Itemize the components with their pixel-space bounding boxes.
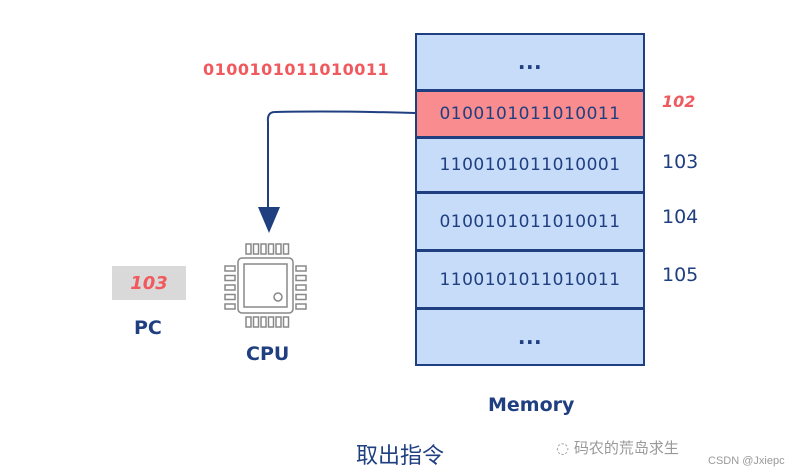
memory-cell: 1100101011010001: [415, 137, 645, 193]
fetched-value: 0100101011010011: [203, 60, 390, 79]
chip-pin: [275, 316, 282, 328]
chip-pin: [224, 284, 236, 291]
chip-pin: [260, 316, 267, 328]
chip-pin: [295, 284, 307, 291]
memory-cell-value: 0100101011010011: [439, 104, 621, 124]
chip-pin: [224, 274, 236, 282]
chip-pin: [282, 243, 290, 255]
watermark-text: 码农的荒岛求生: [573, 439, 679, 457]
memory-address: 105: [662, 264, 699, 286]
chip-pin: [295, 265, 307, 272]
memory-cell: ...: [415, 308, 645, 366]
memory-cell-value: ...: [517, 50, 543, 74]
chip-pin: [295, 274, 307, 282]
memory-address: 104: [662, 206, 699, 228]
chip-pin: [245, 316, 252, 328]
cpu-label: CPU: [246, 343, 290, 365]
chip-pin: [295, 303, 307, 310]
memory-cell: 1100101011010011: [415, 250, 645, 309]
chip-pin: [224, 303, 236, 310]
chip-pin: [267, 243, 275, 255]
pc-register: 103: [112, 266, 186, 300]
memory-cell-value: 1100101011010001: [439, 155, 621, 175]
memory-address: 102: [662, 92, 696, 111]
chip-pin: [245, 243, 252, 255]
cpu-chip-icon: [224, 243, 307, 328]
pc-label: PC: [134, 317, 162, 339]
chip-pin: [252, 316, 260, 328]
chip-pin: [260, 243, 267, 255]
wechat-icon: ◌: [556, 439, 574, 457]
memory-cell: ...: [415, 33, 645, 91]
chip-pin: [295, 293, 307, 301]
chip-pin: [267, 316, 275, 328]
caption: 取出指令: [356, 444, 445, 469]
chip-pin: [252, 243, 260, 255]
memory-cell-value: ...: [517, 325, 543, 349]
memory-address: 103: [662, 151, 699, 173]
chip-pin: [224, 293, 236, 301]
credit: CSDN @Jxiepc: [708, 455, 785, 467]
chip-pin: [275, 243, 282, 255]
memory-cell-value: 1100101011010011: [439, 269, 621, 290]
fetch-arrow-head: [258, 207, 280, 233]
memory-cell-value: 0100101011010011: [439, 211, 621, 232]
chip-pin: [282, 316, 290, 328]
fetch-arrow-line: [266, 110, 416, 208]
memory-cell: 0100101011010011: [415, 192, 645, 251]
watermark: ◌ 码农的荒岛求生: [556, 437, 679, 458]
memory-label: Memory: [488, 394, 575, 416]
chip-pin: [224, 265, 236, 272]
pc-value: 103: [130, 272, 168, 294]
memory-cell: 0100101011010011: [415, 90, 645, 138]
